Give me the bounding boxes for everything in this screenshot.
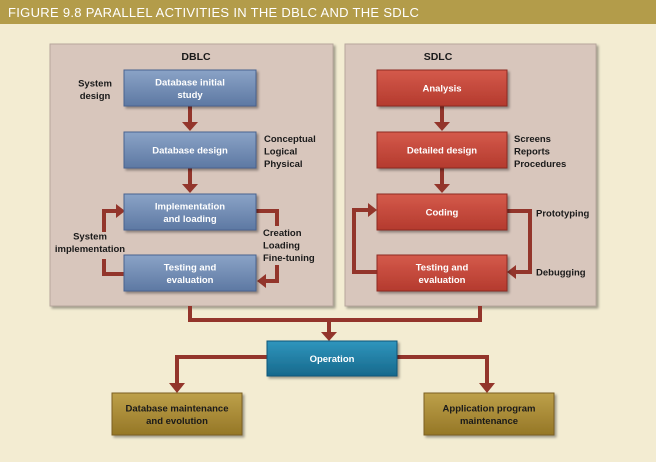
sdlc-coding-label: Coding xyxy=(426,208,459,219)
app-maintenance-box: Application program maintenance xyxy=(423,392,555,436)
label-line: design xyxy=(80,91,111,102)
operation-box: Operation xyxy=(266,340,398,377)
label-line: Database initial xyxy=(155,77,225,88)
label-line: Prototyping xyxy=(536,209,589,220)
loop-testing-to-coding xyxy=(352,208,377,274)
label-line: Conceptual xyxy=(264,134,316,145)
sdlc-analysis-label: Analysis xyxy=(422,84,461,95)
system-design-label: System design xyxy=(78,78,112,102)
sdlc-detailed-design-label: Detailed design xyxy=(407,146,477,157)
sdlc-testing-label: Testing and evaluation xyxy=(416,262,469,286)
arrowhead xyxy=(169,383,185,393)
dblc-design-label: Database design xyxy=(152,146,228,157)
arrow-operation-to-db-maintenance xyxy=(175,355,267,385)
label-line: Analysis xyxy=(422,84,461,95)
label-line: implementation xyxy=(55,244,125,255)
label-line: evaluation xyxy=(167,275,214,286)
label-line: Coding xyxy=(426,208,459,219)
label-line: Creation xyxy=(263,228,302,239)
sdlc-header: SDLC xyxy=(424,51,453,63)
arrowhead xyxy=(479,383,495,393)
arrowhead xyxy=(434,184,450,193)
sdlc-box-analysis: Analysis xyxy=(376,69,508,107)
arrow-operation-to-app-maintenance xyxy=(397,355,489,385)
label-line: Loading xyxy=(263,241,300,252)
app-maintenance-label: Application program maintenance xyxy=(443,403,536,427)
arrowhead xyxy=(507,265,516,279)
dblc-box-implementation: Implementation and loading xyxy=(123,193,257,231)
loop-finetuning-segment xyxy=(264,265,279,283)
arrow-heads xyxy=(116,122,516,393)
title-bar xyxy=(0,0,656,24)
label-line: and evolution xyxy=(146,416,208,427)
dblc-initial-study-label: Database initial study xyxy=(155,77,225,101)
dblc-testing-label: Testing and evaluation xyxy=(164,262,217,286)
label-line: Debugging xyxy=(536,268,586,279)
operation-label: Operation xyxy=(310,354,355,365)
label-line: System xyxy=(78,78,112,89)
label-line: Screens xyxy=(514,134,551,145)
sdlc-box-detailed-design: Detailed design xyxy=(376,131,508,169)
label-line: maintenance xyxy=(460,416,518,427)
sdlc-box-coding: Coding xyxy=(376,193,508,231)
merge-connector xyxy=(188,306,482,322)
label-line: Fine-tuning xyxy=(263,253,315,264)
dblc-implementation-label: Implementation and loading xyxy=(155,201,225,225)
dblc-header: DBLC xyxy=(181,51,211,63)
arrowhead xyxy=(182,122,198,131)
label-line: Database maintenance xyxy=(126,403,229,414)
arrowhead xyxy=(321,332,337,341)
db-maintenance-label: Database maintenance and evolution xyxy=(126,403,229,427)
db-maintenance-box: Database maintenance and evolution xyxy=(111,392,243,436)
figure-title: FIGURE 9.8 PARALLEL ACTIVITIES IN THE DB… xyxy=(8,5,419,20)
dblc-box-design: Database design xyxy=(123,131,257,169)
label-line: Database design xyxy=(152,146,228,157)
loop-testing-segment xyxy=(102,259,124,276)
label-line: evaluation xyxy=(419,275,466,286)
label-line: Application program xyxy=(443,403,536,414)
prototyping-label: Prototyping xyxy=(536,209,589,220)
label-line: Logical xyxy=(264,147,297,158)
loop-creation-segment xyxy=(256,209,279,226)
system-implementation-label: System implementation xyxy=(55,231,125,255)
label-line: Testing and xyxy=(164,262,217,273)
dblc-box-initial-study: Database initial study xyxy=(123,69,257,107)
sdlc-box-testing: Testing and evaluation xyxy=(376,254,508,292)
label-line: Implementation xyxy=(155,201,225,212)
loop-coding-to-testing xyxy=(506,209,532,274)
label-line: Reports xyxy=(514,147,550,158)
label-line: Procedures xyxy=(514,159,566,170)
arrowhead xyxy=(368,203,377,217)
arrowhead xyxy=(434,122,450,131)
loop-implementation-segment xyxy=(102,209,118,232)
debugging-label: Debugging xyxy=(536,268,586,279)
arrowhead xyxy=(182,184,198,193)
arrowhead xyxy=(257,274,266,288)
label-line: System xyxy=(73,231,107,242)
label-line: study xyxy=(177,90,203,101)
flow-arrows xyxy=(102,106,532,385)
arrowhead xyxy=(116,204,125,218)
label-line: Testing and xyxy=(416,262,469,273)
label-line: Physical xyxy=(264,159,303,170)
label-line: Detailed design xyxy=(407,146,477,157)
dblc-box-testing: Testing and evaluation xyxy=(123,254,257,292)
label-line: and loading xyxy=(163,214,217,225)
